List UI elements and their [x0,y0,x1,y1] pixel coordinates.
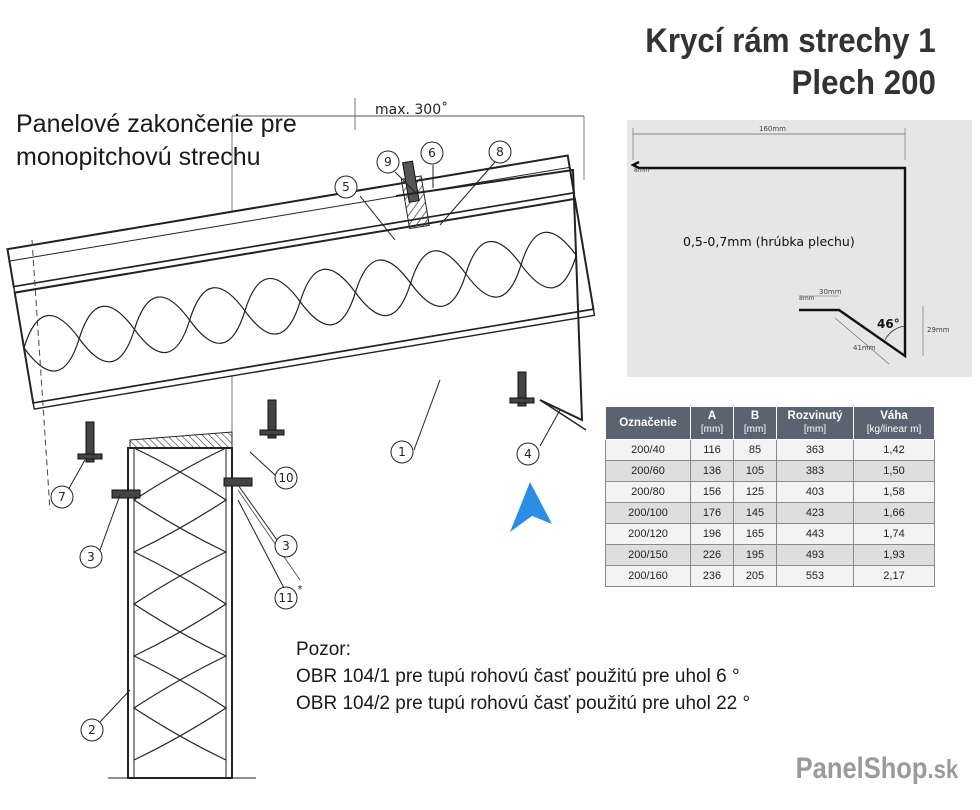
callout-5: 5 [334,175,358,199]
roof-panel-diagram: max. 300˚ [6,98,596,779]
col-rozvinuty: Rozvinutý[mm] [776,406,854,440]
direction-arrow-icon [510,482,552,532]
profile-drawing: 160mm 8mm 8mm 0,5-0,7mm (hrúbka plechu) … [627,120,972,377]
callout-2: 2 [80,718,104,742]
thickness-label: 0,5-0,7mm (hrúbka plechu) [683,234,855,249]
caption-line-2: monopitchovú strechu [16,143,261,171]
svg-text:6: 6 [428,146,436,160]
callout-3-right: 3 [274,534,298,558]
callout-4: 4 [516,442,540,466]
svg-text:9: 9 [384,155,392,169]
dim-8-top: 8mm [634,167,650,174]
dimension-label: max. 300˚ [375,101,448,118]
svg-text:4: 4 [524,447,532,461]
notes-line-2: OBR 104/2 pre tupú rohovú časť použitú p… [296,693,751,714]
svg-text:3: 3 [87,550,95,564]
dim-8-bottom: 8mm [799,295,815,302]
svg-text:7: 7 [58,490,66,504]
dim-41: 41mm [853,344,876,352]
wall-panel [108,447,256,779]
svg-text:11: 11 [278,591,293,605]
notes: Pozor: OBR 104/1 pre tupú rohovú časť po… [296,636,750,717]
table-header-row: Označenie A[mm] B[mm] Rozvinutý[mm] Váha… [605,406,935,440]
col-oznacenie: Označenie [605,406,691,440]
caption-line-1: Panelové zakončenie pre [16,110,297,138]
flashing-profile [395,168,584,422]
diagram-caption: Panelové zakončenie pre monopitchovú str… [16,108,297,174]
page-subtitle-product: Plech 200 [791,64,936,102]
leader-lines [67,161,561,723]
spec-table: Označenie A[mm] B[mm] Rozvinutý[mm] Váha… [605,406,935,587]
fasteners [77,371,535,499]
callout-9: 9 [376,150,400,174]
svg-text:3: 3 [282,539,290,553]
callout-7: 7 [50,485,74,509]
brand-name: PanelShop [795,752,928,785]
callout-8: 8 [488,140,512,164]
col-vaha: Váha[kg/linear m] [853,406,935,440]
callout-6: 6 [420,141,444,165]
angle-label: 46° [877,317,900,331]
dim-29: 29mm [927,326,950,334]
page-title: Krycí rám strechy 1 [645,22,936,60]
svg-text:*: * [298,584,303,595]
roof-panel [6,154,596,410]
callout-3-left: 3 [79,545,103,569]
brand-logo: PanelShop.sk [795,752,958,786]
col-a: A[mm] [690,406,734,440]
svg-text:1: 1 [398,445,406,459]
callout-11: 11 * [274,584,303,610]
svg-text:10: 10 [278,471,293,485]
notes-line-1: OBR 104/1 pre tupú rohovú časť použitú p… [296,666,740,687]
dimension-line: max. 300˚ [231,98,585,440]
dim-30: 30mm [819,288,842,296]
svg-text:8: 8 [496,145,504,159]
svg-text:5: 5 [342,180,350,194]
dim-160: 160mm [759,125,786,133]
svg-text:2: 2 [88,723,96,737]
callout-10: 10 [274,466,298,490]
callout-1: 1 [390,440,414,464]
notes-heading: Pozor: [296,639,351,660]
col-b: B[mm] [733,406,777,440]
brand-suffix: .sk [927,754,958,784]
